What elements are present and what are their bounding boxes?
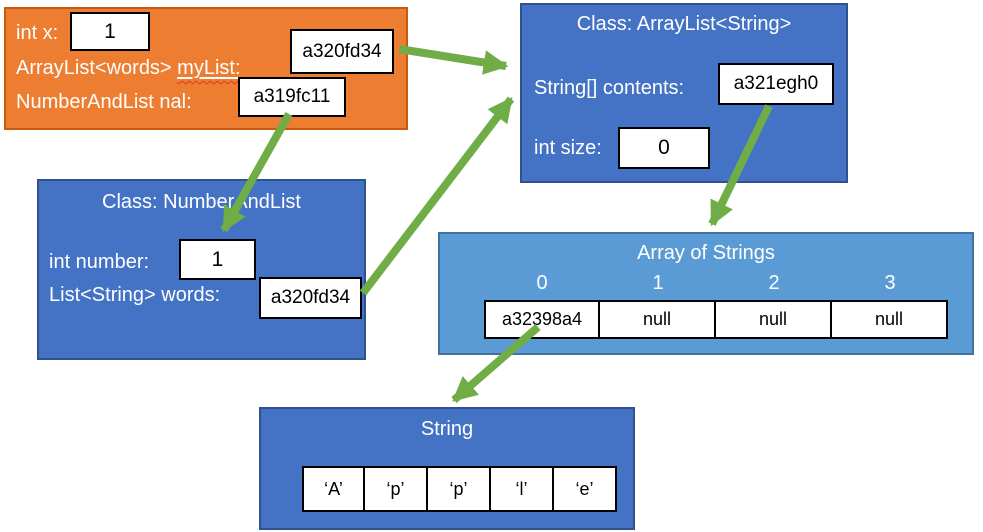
string-array-title: Array of Strings [637,242,775,264]
numberandlist-object-box: Class: NumberAndList int number: 1 List<… [37,179,366,360]
string-char-1: ‘p’ [365,466,428,512]
string-char-4: ‘e’ [554,466,617,512]
mylist-ref-box: a320fd34 [290,29,394,74]
string-char-3: ‘l’ [491,466,554,512]
string-char-2: ‘p’ [428,466,491,512]
array-index-2: 2 [768,272,780,294]
array-cell-3: null [832,300,948,339]
string-char-row: ‘A’ ‘p’ ‘p’ ‘l’ ‘e’ [302,466,617,512]
nal-label: NumberAndList nal: [16,91,192,113]
array-cell-2: null [716,300,832,339]
mylist-label-word-underlined: myList: [177,57,240,79]
number-label: int number: [49,251,150,273]
int-x-value-box: 1 [70,12,150,51]
size-label: int size: [534,137,602,159]
contents-label: String[] contents: [534,77,685,99]
array-index-3: 3 [884,272,896,294]
mylist-label-prefix: ArrayList<words> [16,57,178,79]
array-index-0: 0 [536,272,548,294]
mylist-label: ArrayList<words> myList: [16,55,241,81]
arraylist-object-box: Class: ArrayList<String> String[] conten… [520,3,848,183]
words-label: List<String> words: [49,284,221,306]
arraylist-title: Class: ArrayList<String> [576,13,792,35]
stack-frame-box: int x: 1 ArrayList<words> myList: a320fd… [4,7,408,130]
string-char-0: ‘A’ [302,466,365,512]
array-cell-0: a32398a4 [484,300,600,339]
string-object-box: String ‘A’ ‘p’ ‘p’ ‘l’ ‘e’ [259,407,635,530]
words-ref-box: a320fd34 [259,277,362,319]
number-value-box: 1 [179,239,256,280]
mylist-label-word: myList: [177,57,241,79]
array-cell-row: a32398a4 null null null [484,300,948,339]
arrow-mylist-to-arraylist [398,45,509,75]
int-x-label: int x: [16,22,59,44]
array-index-1: 1 [652,272,664,294]
string-title: String [420,418,474,440]
string-array-box: Array of Strings 0 1 2 3 a32398a4 null n… [438,232,974,355]
contents-ref-box: a321egh0 [718,63,834,105]
numberandlist-title: Class: NumberAndList [102,191,301,213]
size-value-box: 0 [618,127,710,169]
array-index-row: 0 1 2 3 [484,272,948,295]
nal-ref-box: a319fc11 [238,77,346,117]
array-cell-1: null [600,300,716,339]
